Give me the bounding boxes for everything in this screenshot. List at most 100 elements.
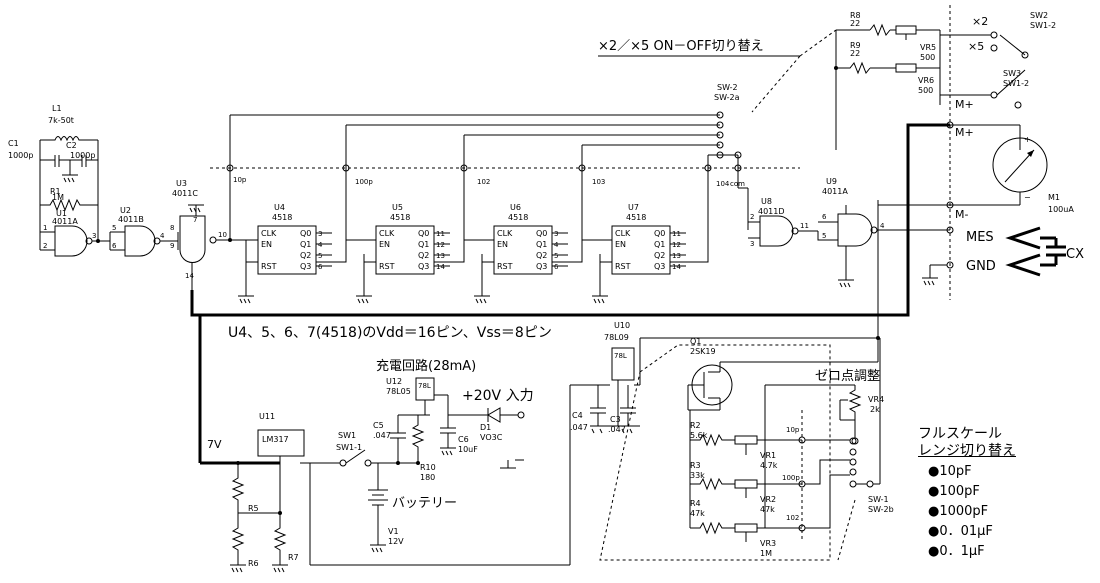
counter-pin-out: Q3 — [536, 262, 547, 271]
u6-label: U6 — [510, 203, 521, 212]
vr5-value: 500 — [920, 53, 935, 62]
vr6-value: 500 — [918, 86, 933, 95]
range-item: ●100pF — [928, 484, 980, 499]
seven-v-label: 7V — [207, 438, 222, 451]
tap-103: 103 — [592, 178, 605, 186]
q1-part: 2SK19 — [690, 347, 716, 356]
sw2-top-sub: SW-2a — [714, 93, 740, 102]
svg-text:+: + — [1024, 135, 1031, 144]
pin-note: U4、5、6、7(4518)のVdd＝16ピン、Vss＝8ピン — [228, 322, 552, 342]
vr4-value: 2k — [870, 405, 880, 414]
range-item: ●0．01μF — [928, 524, 993, 539]
u10-chip — [611, 347, 635, 381]
swb-label: SW-1 — [868, 495, 889, 504]
sel-102: 102 — [786, 514, 799, 522]
counter-pin-number: 6 — [318, 263, 323, 271]
svg-text:78L: 78L — [418, 382, 431, 390]
counter-pin-out: Q1 — [654, 240, 665, 249]
u7-chip — [611, 225, 671, 275]
vr3-value: 1M — [760, 549, 772, 558]
counter-pin-in: CLK — [379, 229, 395, 238]
c5-value: .047 — [373, 431, 391, 440]
svg-text:3: 3 — [750, 240, 754, 248]
counter-pin-in: EN — [615, 240, 626, 249]
r1-label: R1 — [50, 187, 61, 196]
u4-part: 4518 — [272, 213, 292, 222]
l1-value: 7k-50t — [48, 116, 74, 125]
svg-text:7: 7 — [193, 216, 197, 224]
counter-pin-number: 12 — [672, 241, 681, 249]
u12-label: U12 — [386, 377, 402, 386]
c3-label: C3 — [610, 415, 621, 424]
u7-label: U7 — [628, 203, 639, 212]
pin-note-text: U4、5、6、7(4518)のVdd＝16ピン、Vss＝8ピン — [228, 325, 552, 341]
sw1-label: SW1 — [338, 431, 356, 440]
q1-label: Q1 — [690, 337, 701, 346]
r7-label: R7 — [288, 553, 299, 562]
swb-sub: SW-2b — [868, 505, 894, 514]
svg-text:2: 2 — [750, 213, 754, 221]
c6-value: 10uF — [458, 445, 478, 454]
input-label: +20V 入力 — [462, 388, 534, 404]
svg-text:11: 11 — [800, 222, 809, 230]
fullscale-legend: フルスケール レンジ切り替え ●10pF●100pF●1000pF●0．01μF… — [918, 426, 1016, 562]
svg-text:10: 10 — [218, 231, 227, 239]
r3-value: 33k — [690, 471, 705, 480]
r1-value: 1M — [52, 193, 64, 202]
u6-part: 4518 — [508, 213, 528, 222]
sw3-label: SW3 — [1003, 69, 1021, 78]
svg-text:78L: 78L — [614, 352, 627, 360]
counter-pin-number: 5 — [318, 252, 322, 260]
vr6-label: VR6 — [918, 76, 934, 85]
sw2-top-label: SW-2 — [717, 83, 738, 92]
svg-text:9: 9 — [170, 242, 174, 250]
u10-part: 78L09 — [604, 333, 629, 342]
vr2-value: 47k — [760, 505, 775, 514]
output-gates: 2 3 11 U8 4011D 6 5 4 U9 4011A — [748, 177, 950, 288]
cx-label: CX — [1066, 247, 1084, 262]
counter-pin-in: RST — [379, 262, 395, 271]
c2-value: 1000p — [70, 151, 95, 160]
counter-pin-out: Q0 — [300, 229, 311, 238]
m-plus2-label: M+ — [955, 126, 974, 139]
u9-part: 4011A — [822, 187, 848, 196]
power-supply-section: LM317 U11 R5 R6 R7 SW1 SW1-1 バッテリー V1 1 — [230, 321, 831, 573]
counter-pin-in: CLK — [497, 229, 513, 238]
sel-100p: 100p — [782, 474, 800, 482]
c4-label: C4 — [572, 411, 583, 420]
r8-label: R8 — [850, 11, 861, 20]
d1-label: D1 — [480, 423, 491, 432]
svg-text:4: 4 — [880, 222, 885, 230]
gnd-label: GND — [966, 259, 996, 274]
counter-pin-out: Q1 — [300, 240, 311, 249]
m1-label: M1 — [1048, 193, 1060, 202]
c1-label: C1 — [8, 139, 19, 148]
u5-part: 4518 — [390, 213, 410, 222]
svg-text:6: 6 — [112, 242, 117, 250]
counter-pin-number: 5 — [554, 252, 558, 260]
sel-10p: 10p — [786, 426, 800, 434]
u3-label: U3 — [176, 179, 187, 188]
c5-label: C5 — [373, 421, 384, 430]
counter-pin-in: EN — [261, 240, 272, 249]
counter-pin-in: EN — [379, 240, 390, 249]
counter-pin-out: Q2 — [300, 251, 311, 260]
u9-label: U9 — [826, 177, 837, 186]
charge-label: 充電回路(28mA) — [376, 358, 476, 374]
x5-label: ×5 — [968, 40, 984, 53]
counter-pin-out: Q3 — [654, 262, 665, 271]
counter-pin-out: Q3 — [300, 262, 311, 271]
counter-pin-number: 13 — [672, 252, 681, 260]
svg-text:4: 4 — [160, 232, 165, 240]
vr5-label: VR5 — [920, 43, 936, 52]
counter-pin-in: RST — [497, 262, 513, 271]
sw2-sub: SW1-2 — [1030, 21, 1056, 30]
c4-value: .047 — [570, 423, 588, 432]
m1-value: 100uA — [1048, 205, 1074, 214]
tap-104: 104 — [716, 180, 730, 188]
range-item: ●1000pF — [928, 504, 989, 519]
r4-label: R4 — [690, 499, 701, 508]
counter-pin-out: Q2 — [418, 251, 429, 260]
c2-label: C2 — [66, 141, 77, 150]
